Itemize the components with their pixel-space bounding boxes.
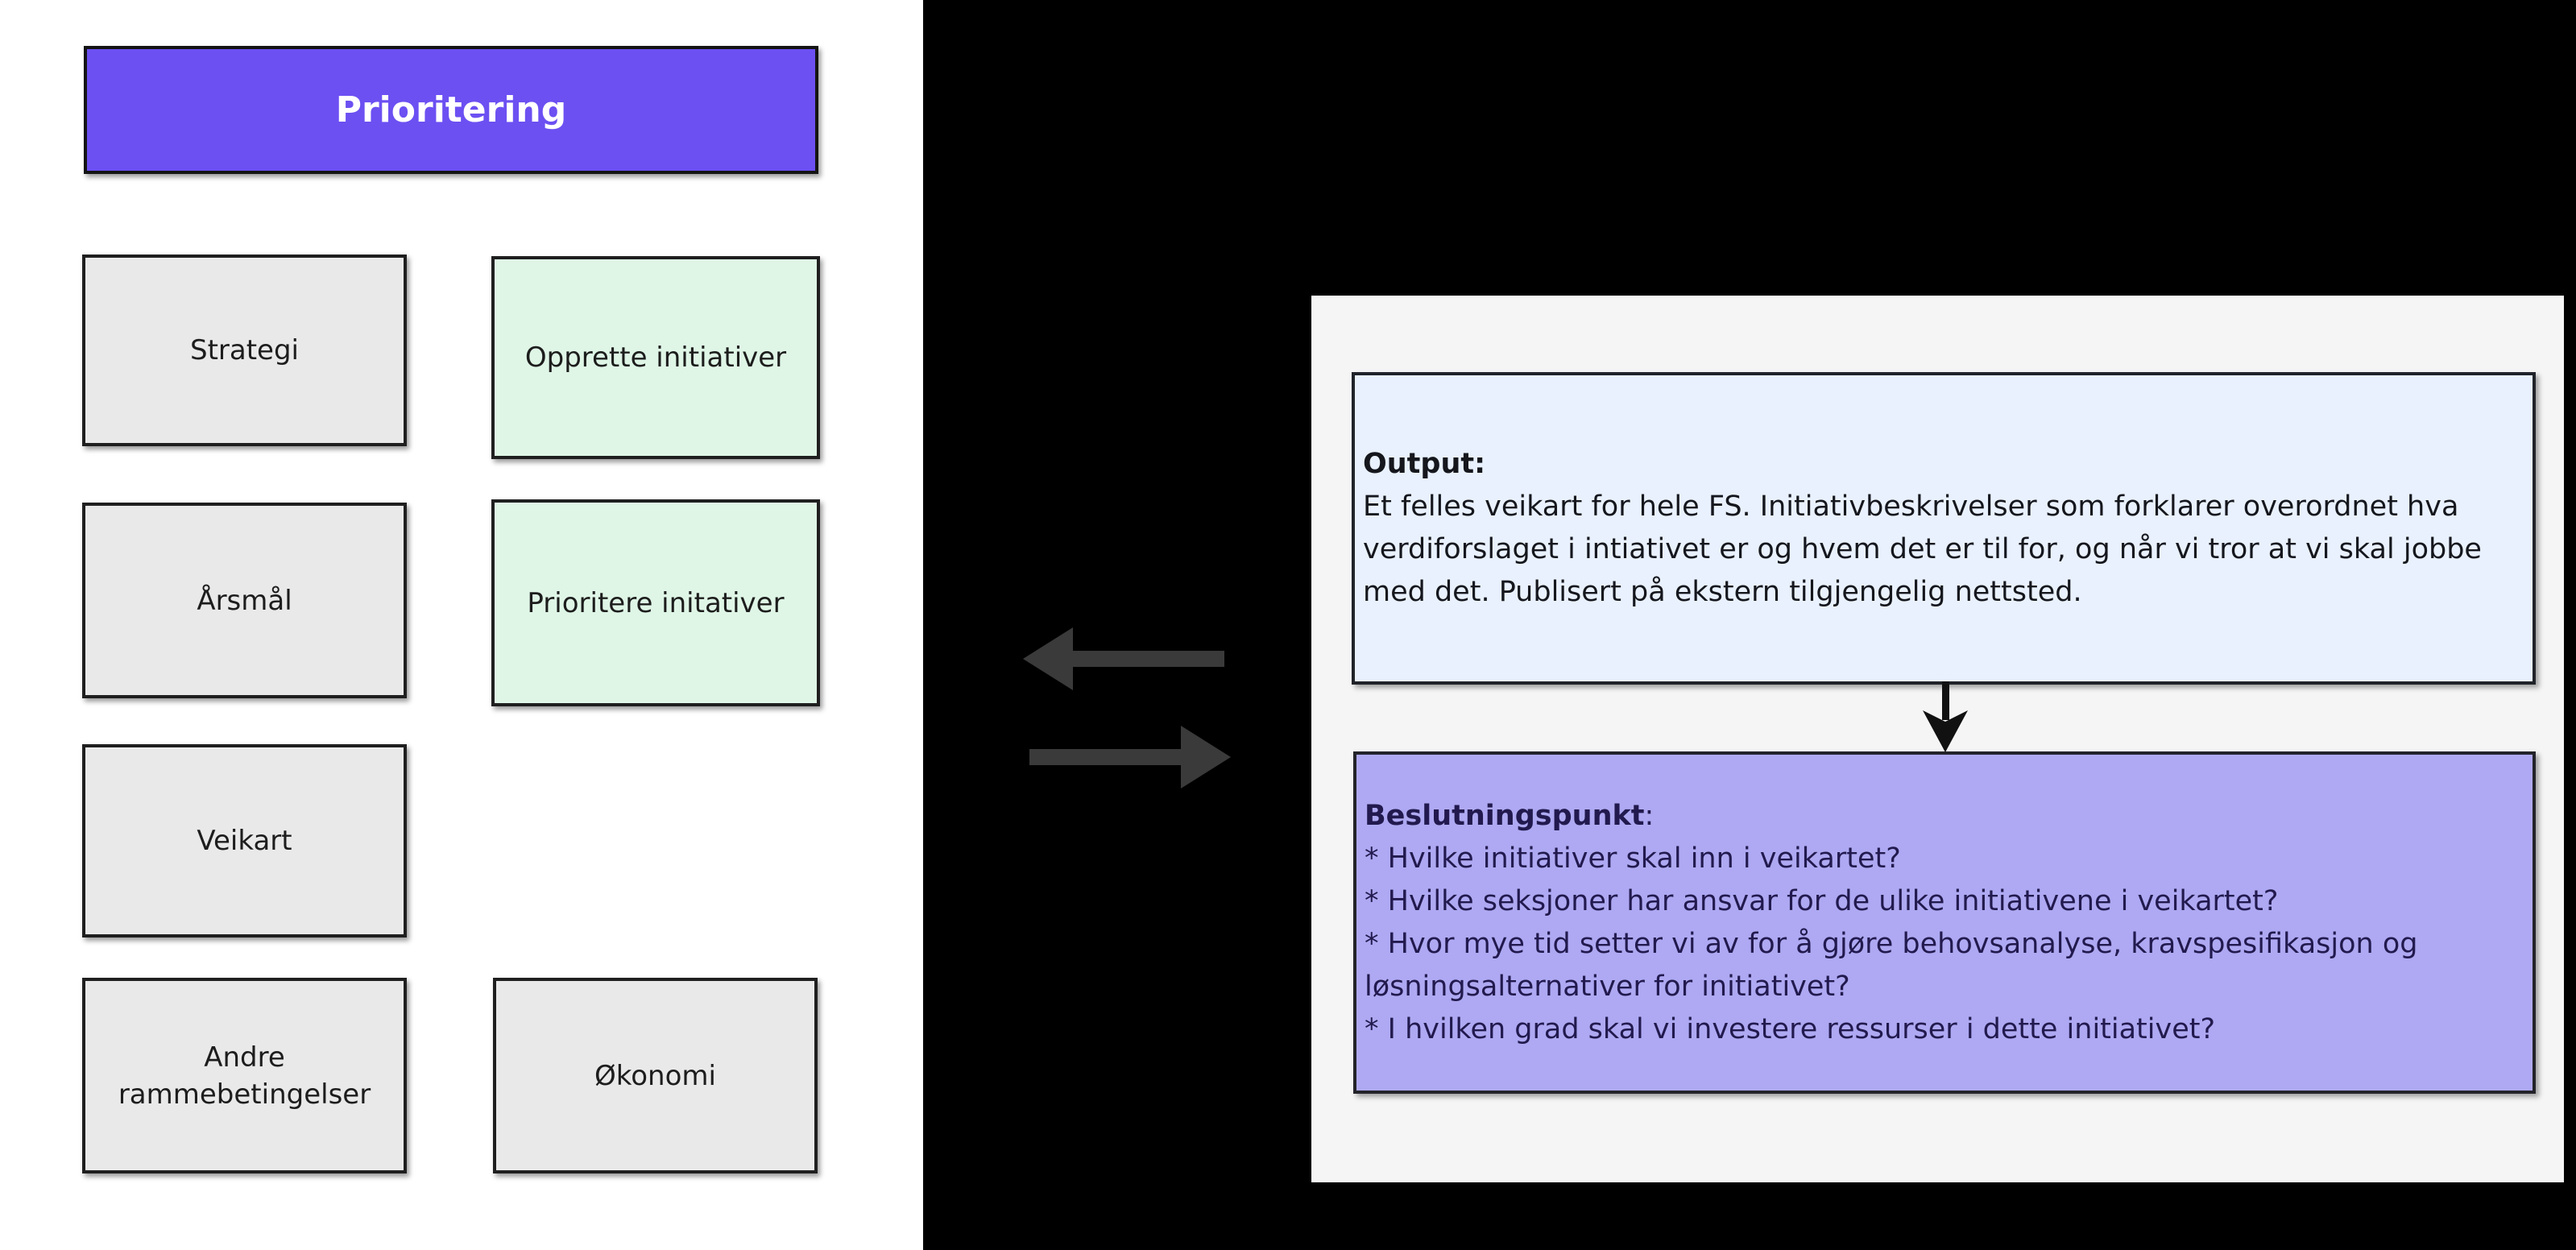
box-opprette-initiativer[interactable]: Opprette initiativer [491,256,820,459]
decision-bullet: * Hvor mye tid setter vi av for å gjøre … [1365,927,2418,1003]
box-andre-rammebetingelser[interactable]: Andre rammebetingelser [82,978,407,1173]
box-veikart[interactable]: Veikart [82,744,407,938]
box-strategi[interactable]: Strategi [82,255,407,446]
down-arrow-icon [1921,681,1969,755]
prioritering-panel: Prioritering Strategi Opprette initiativ… [0,0,923,1250]
decision-box[interactable]: Beslutningspunkt: * Hvilke initiativer s… [1353,751,2536,1094]
decision-bullet: * Hvilke initiativer skal inn i veikarte… [1365,842,1901,875]
box-okonomi-label: Økonomi [594,1059,716,1092]
prioritering-header-box[interactable]: Prioritering [84,46,818,174]
prioritering-header-label: Prioritering [335,89,567,130]
box-arsmal-label: Årsmål [197,584,292,617]
decision-bullet: * I hvilken grad skal vi investere ressu… [1365,1012,2216,1045]
box-strategi-label: Strategi [189,334,299,366]
box-opprette-initiativer-label: Opprette initiativer [524,341,787,374]
box-andre-rammebetingelser-label: Andre rammebetingelser [118,1041,371,1111]
decision-heading-suffix: : [1644,799,1655,832]
box-okonomi[interactable]: Økonomi [493,978,818,1173]
box-prioritere-initativer[interactable]: Prioritere initativer [491,499,820,706]
right-arrow-icon [1029,722,1231,795]
output-heading: Output: [1363,448,1486,480]
box-veikart-label: Veikart [197,825,292,857]
veikart-detail-panel: Output: Et felles veikart for hele FS. I… [1311,296,2564,1182]
box-arsmal[interactable]: Årsmål [82,503,407,698]
left-arrow-icon [1023,624,1224,697]
output-box[interactable]: Output: Et felles veikart for hele FS. I… [1352,372,2536,685]
decision-bullet: * Hvilke seksjoner har ansvar for de uli… [1365,884,2279,917]
decision-heading: Beslutningspunkt [1365,799,1645,832]
box-prioritere-initativer-label: Prioritere initativer [527,586,785,619]
output-body: Et felles veikart for hele FS. Initiativ… [1363,490,2482,608]
